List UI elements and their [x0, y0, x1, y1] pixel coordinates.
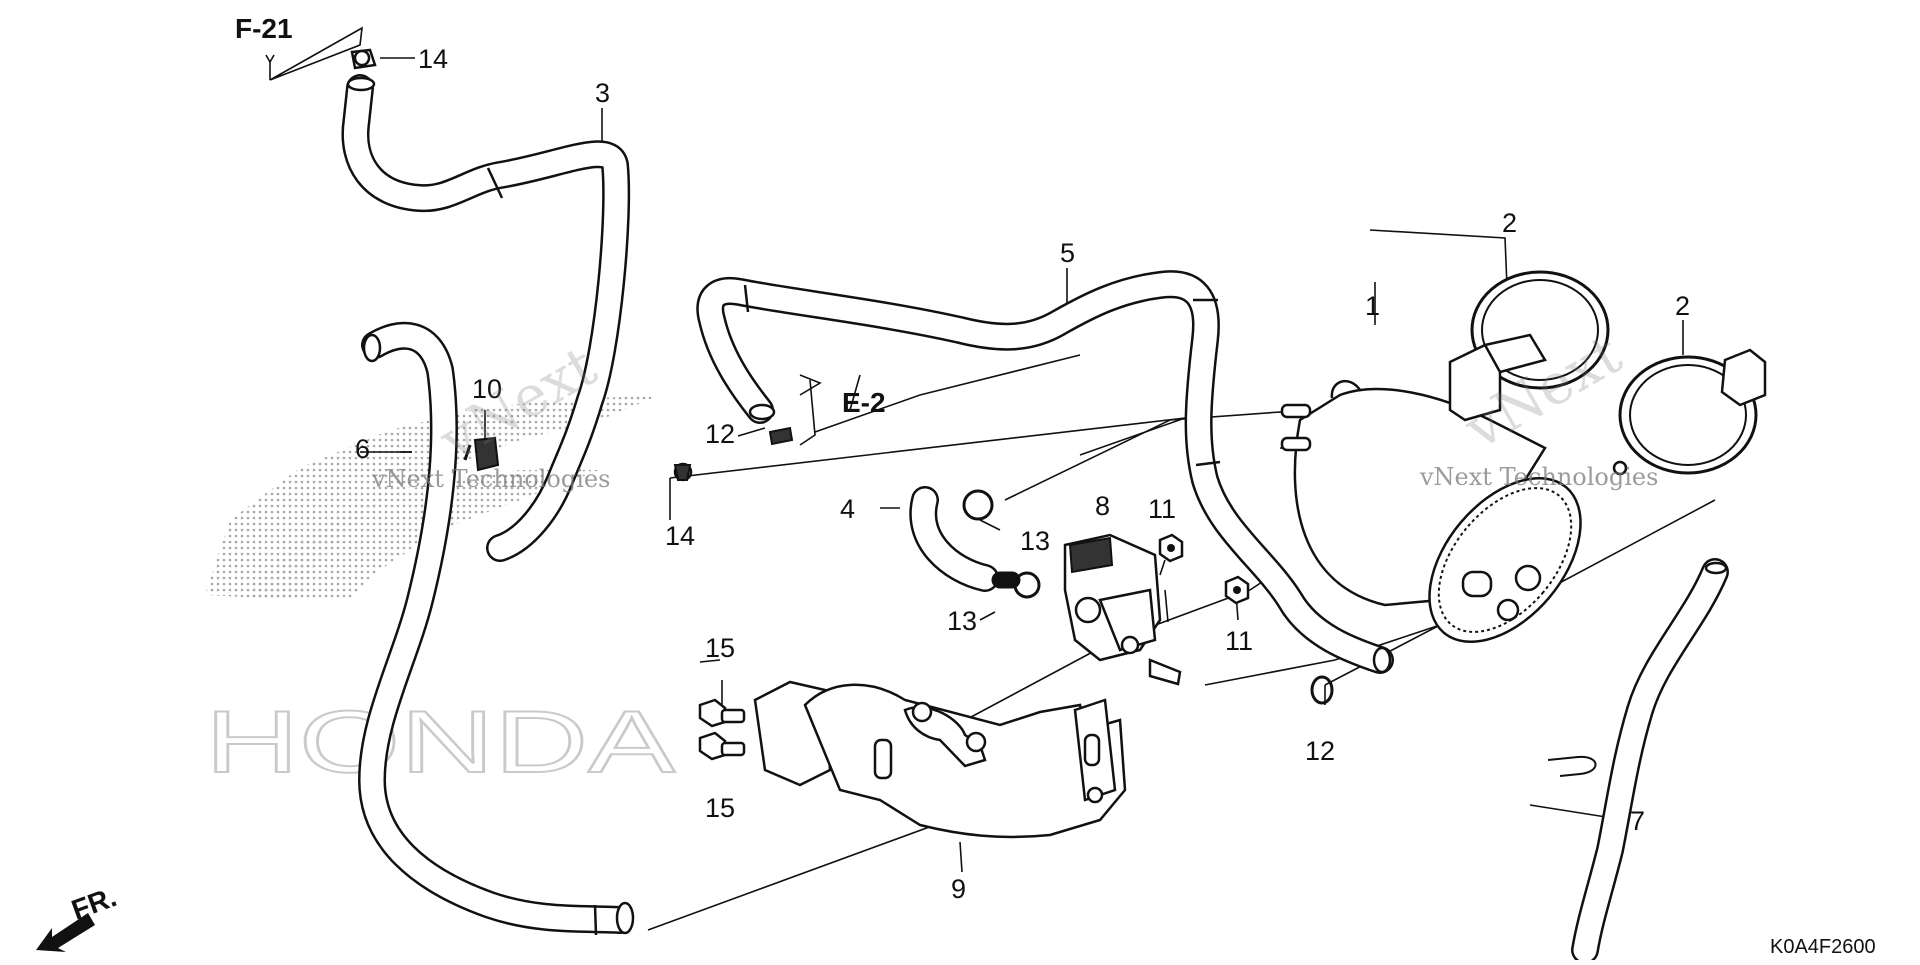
callout-10: 10: [472, 374, 502, 404]
front-arrow-icon: [36, 913, 95, 952]
reference-e2-label: E-2: [842, 387, 886, 418]
bracket-9: [753, 680, 1127, 839]
callout-14-lower: 14: [665, 521, 695, 551]
clamp-14-top: [350, 48, 377, 70]
callout-5: 5: [1060, 238, 1075, 268]
nut-11-lower: [1224, 575, 1250, 605]
bolt-15-upper: [698, 698, 746, 728]
solenoid-valve-8: [1063, 533, 1182, 686]
watermark-left-small: vNext Technologies: [371, 465, 610, 493]
callout-15-upper: 15: [705, 633, 735, 663]
callout-13-lower: 13: [947, 606, 977, 636]
diagram-labels: F-21 E-2 FR. K0A4F2600 1 2 2 3 4 5 6 7 8…: [67, 13, 1875, 958]
nut-11-upper: [1158, 533, 1184, 563]
callout-1: 1: [1365, 291, 1380, 321]
front-label: FR.: [67, 881, 120, 926]
callout-12-lower: 12: [1305, 736, 1335, 766]
ring-13-lower: [1013, 571, 1041, 599]
callout-3: 3: [595, 78, 610, 108]
band-2-lower: [1612, 348, 1767, 476]
tube-7: [1547, 558, 1729, 964]
callout-8: 8: [1095, 491, 1110, 521]
clip-12-lower: [1310, 675, 1334, 705]
diagram-code: K0A4F2600: [1770, 936, 1876, 958]
callout-6: 6: [355, 434, 370, 464]
tube-3: [341, 74, 631, 562]
tube-4: [909, 486, 1021, 592]
canister-1: [1280, 379, 1582, 644]
watermark-right-small: vNext Technologies: [1419, 463, 1658, 491]
tube-5: [696, 270, 1394, 674]
callout-2-upper: 2: [1502, 208, 1517, 238]
callout-13-upper: 13: [1020, 526, 1050, 556]
callout-2-lower: 2: [1675, 291, 1690, 321]
ring-13-upper: [962, 489, 994, 521]
bolt-15-lower: [698, 731, 746, 761]
callout-15-lower: 15: [705, 793, 735, 823]
clamp-10: [463, 436, 500, 472]
callout-11-upper: 11: [1148, 494, 1176, 524]
callout-11-lower: 11: [1225, 626, 1253, 656]
clip-12-upper: [768, 426, 794, 446]
tube-6: [358, 321, 635, 936]
callout-7: 7: [1630, 806, 1645, 836]
callout-4: 4: [840, 494, 855, 524]
brand-watermark-text: HONDA: [205, 692, 675, 791]
callout-14-upper: 14: [418, 44, 448, 74]
callout-9: 9: [951, 874, 966, 904]
band-2-upper: [1448, 270, 1610, 422]
callout-12-upper: 12: [705, 419, 735, 449]
reference-f21-label: F-21: [235, 13, 293, 44]
clamp-14-middle: [673, 462, 693, 482]
